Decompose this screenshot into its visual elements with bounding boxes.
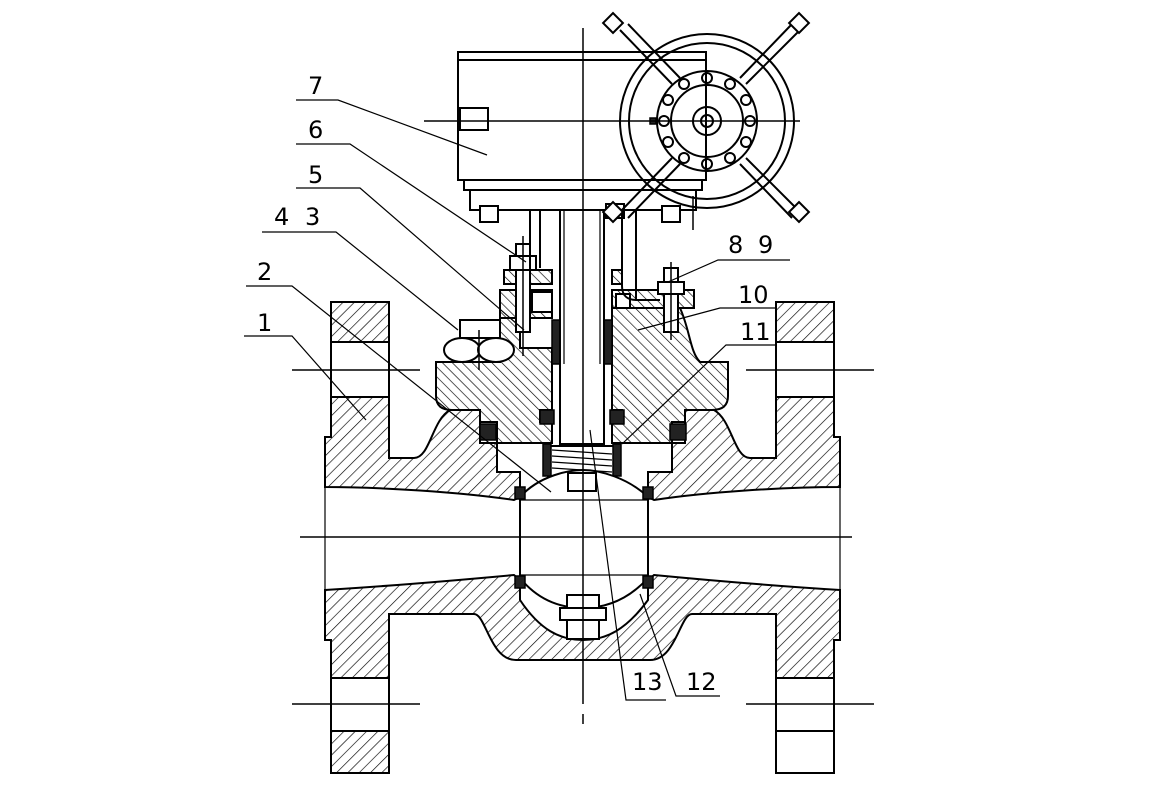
callout-8: 8 xyxy=(728,231,743,259)
spoke-knob-top-left xyxy=(601,11,625,35)
seat-lower-left xyxy=(514,575,526,589)
callout-11: 11 xyxy=(740,318,771,346)
bonnet-bolt-head xyxy=(459,319,501,339)
gasket-left xyxy=(479,423,497,441)
callout-9: 9 xyxy=(758,231,773,259)
leader-4-3 xyxy=(262,231,459,331)
callout-13: 13 xyxy=(632,668,663,696)
spoke-knob-top-right xyxy=(787,11,811,35)
left-flange-bottom xyxy=(330,730,390,774)
callout-6: 6 xyxy=(308,116,323,144)
stem-seal-right xyxy=(609,409,625,425)
right-flange-upper xyxy=(775,301,835,343)
stem-seal-left xyxy=(539,409,555,425)
leader-2 xyxy=(246,285,552,493)
mount-bolt-left xyxy=(479,205,499,223)
callout-1: 1 xyxy=(257,309,272,337)
leader-5 xyxy=(296,187,525,331)
gland-washer-right xyxy=(615,293,631,309)
gearbox-key xyxy=(459,107,489,131)
spoke-knob-bottom-left xyxy=(601,200,625,224)
callout-3: 3 xyxy=(305,203,320,231)
callout-5: 5 xyxy=(308,161,323,189)
stem-spring-right-seal xyxy=(612,443,622,477)
stem-shaft xyxy=(559,207,605,445)
ball-bore xyxy=(520,499,648,576)
centerlines xyxy=(292,28,874,724)
leader-11 xyxy=(621,344,776,445)
packing-left xyxy=(551,319,561,365)
stem-spring-left-seal xyxy=(542,443,552,477)
packing-right xyxy=(603,319,613,365)
callout-7: 7 xyxy=(308,72,323,100)
leader-8-9 xyxy=(667,259,790,283)
callout-4: 4 xyxy=(274,203,289,231)
leader-lines xyxy=(244,99,790,701)
gland-right xyxy=(611,269,623,285)
bracket-right xyxy=(621,210,637,302)
leader-6 xyxy=(296,143,527,263)
leader-13 xyxy=(589,429,666,701)
stem-spring-coils xyxy=(551,449,613,473)
callout-12: 12 xyxy=(686,668,717,696)
callout-2: 2 xyxy=(257,258,272,286)
mount-bolt-right xyxy=(661,205,681,223)
bonnet-nut-right xyxy=(477,337,515,363)
leader-10 xyxy=(637,307,776,331)
callout-labels: 1 2 3 4 5 6 7 8 9 10 11 12 13 xyxy=(257,72,773,696)
bracket-left xyxy=(529,210,541,270)
gland-assembly xyxy=(443,243,695,363)
leader-1 xyxy=(244,335,367,421)
bonnet-nut-left xyxy=(443,337,481,363)
ball xyxy=(514,468,654,640)
seat-lower-right xyxy=(642,575,654,589)
left-flange-upper xyxy=(330,301,390,343)
handwheel[interactable] xyxy=(601,11,811,224)
ball-stem-slot xyxy=(567,472,597,492)
seat-upper-left xyxy=(514,486,526,500)
stem xyxy=(542,207,622,477)
right-flange-bottom xyxy=(775,730,835,774)
gasket-right xyxy=(669,423,687,441)
gland-washer-left xyxy=(531,291,553,313)
callout-10: 10 xyxy=(738,281,769,309)
leader-7 xyxy=(296,99,488,156)
leader-12 xyxy=(639,593,720,697)
handwheel-spokes xyxy=(619,23,801,219)
spoke-knob-bottom-right xyxy=(787,200,811,224)
seat-upper-right xyxy=(642,486,654,500)
bore-outline xyxy=(324,487,841,590)
